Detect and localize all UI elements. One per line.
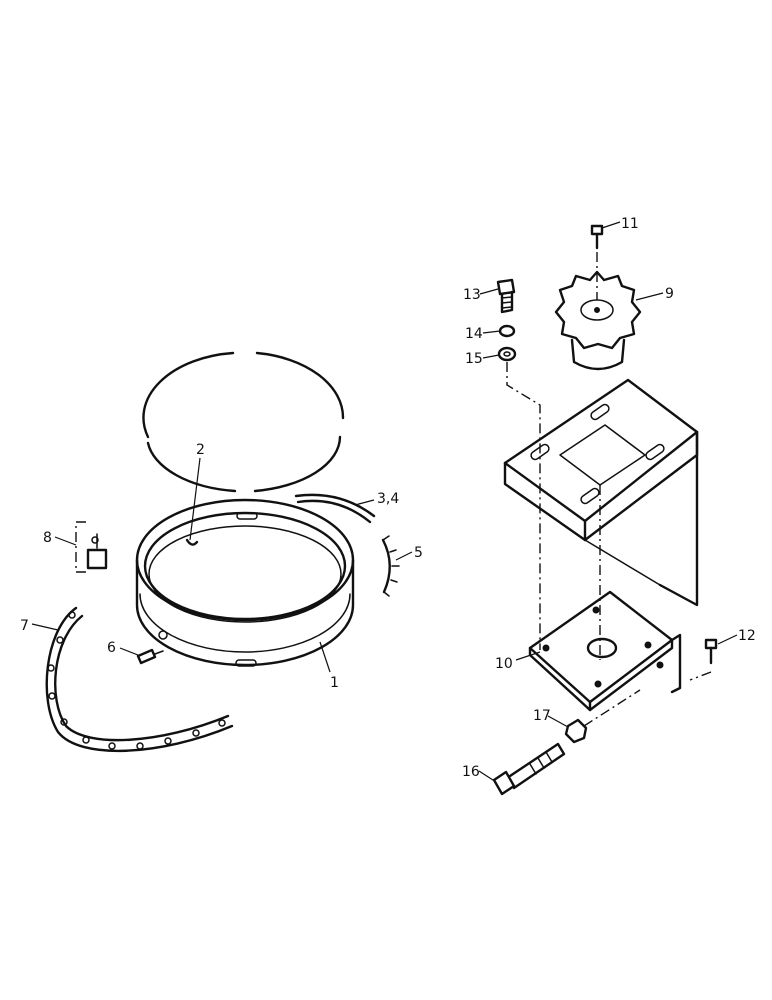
callout-12: 12 <box>738 628 756 644</box>
callout-7: 7 <box>20 618 29 634</box>
callout-16: 16 <box>462 764 480 780</box>
bolt-16 <box>492 742 566 796</box>
sprocket-9 <box>554 270 642 371</box>
connecting-link <box>75 521 108 573</box>
callout-3-4: 3,4 <box>377 491 399 507</box>
callout-17: 17 <box>533 708 551 724</box>
nut-17 <box>564 689 641 744</box>
callout-9: 9 <box>665 286 674 302</box>
base-plate-10 <box>528 590 682 712</box>
screw-6 <box>136 648 164 665</box>
callout-2: 2 <box>196 442 205 458</box>
callout-14: 14 <box>465 326 483 342</box>
arc-strip <box>294 493 376 524</box>
callout-labels: 2 3,4 5 1 6 7 8 9 10 11 12 13 14 15 16 1… <box>20 216 756 780</box>
callout-10: 10 <box>495 656 513 672</box>
callout-5: 5 <box>414 545 423 561</box>
callout-11: 11 <box>621 216 639 232</box>
washer-15 <box>497 346 517 362</box>
leader-lines <box>31 221 738 783</box>
tooth-segment <box>381 535 400 597</box>
lock-washer-14 <box>498 324 516 338</box>
split-ring <box>142 351 345 493</box>
roller-chain <box>45 606 234 753</box>
callout-8: 8 <box>43 530 52 546</box>
callout-6: 6 <box>107 640 116 656</box>
ring-body <box>135 498 355 667</box>
callout-13: 13 <box>463 287 481 303</box>
bolt-11 <box>590 224 604 300</box>
callout-15: 15 <box>465 351 483 367</box>
bolt-13 <box>496 278 516 314</box>
callout-1: 1 <box>330 675 339 691</box>
mounting-bracket <box>503 378 699 660</box>
bolt-12 <box>689 638 718 681</box>
